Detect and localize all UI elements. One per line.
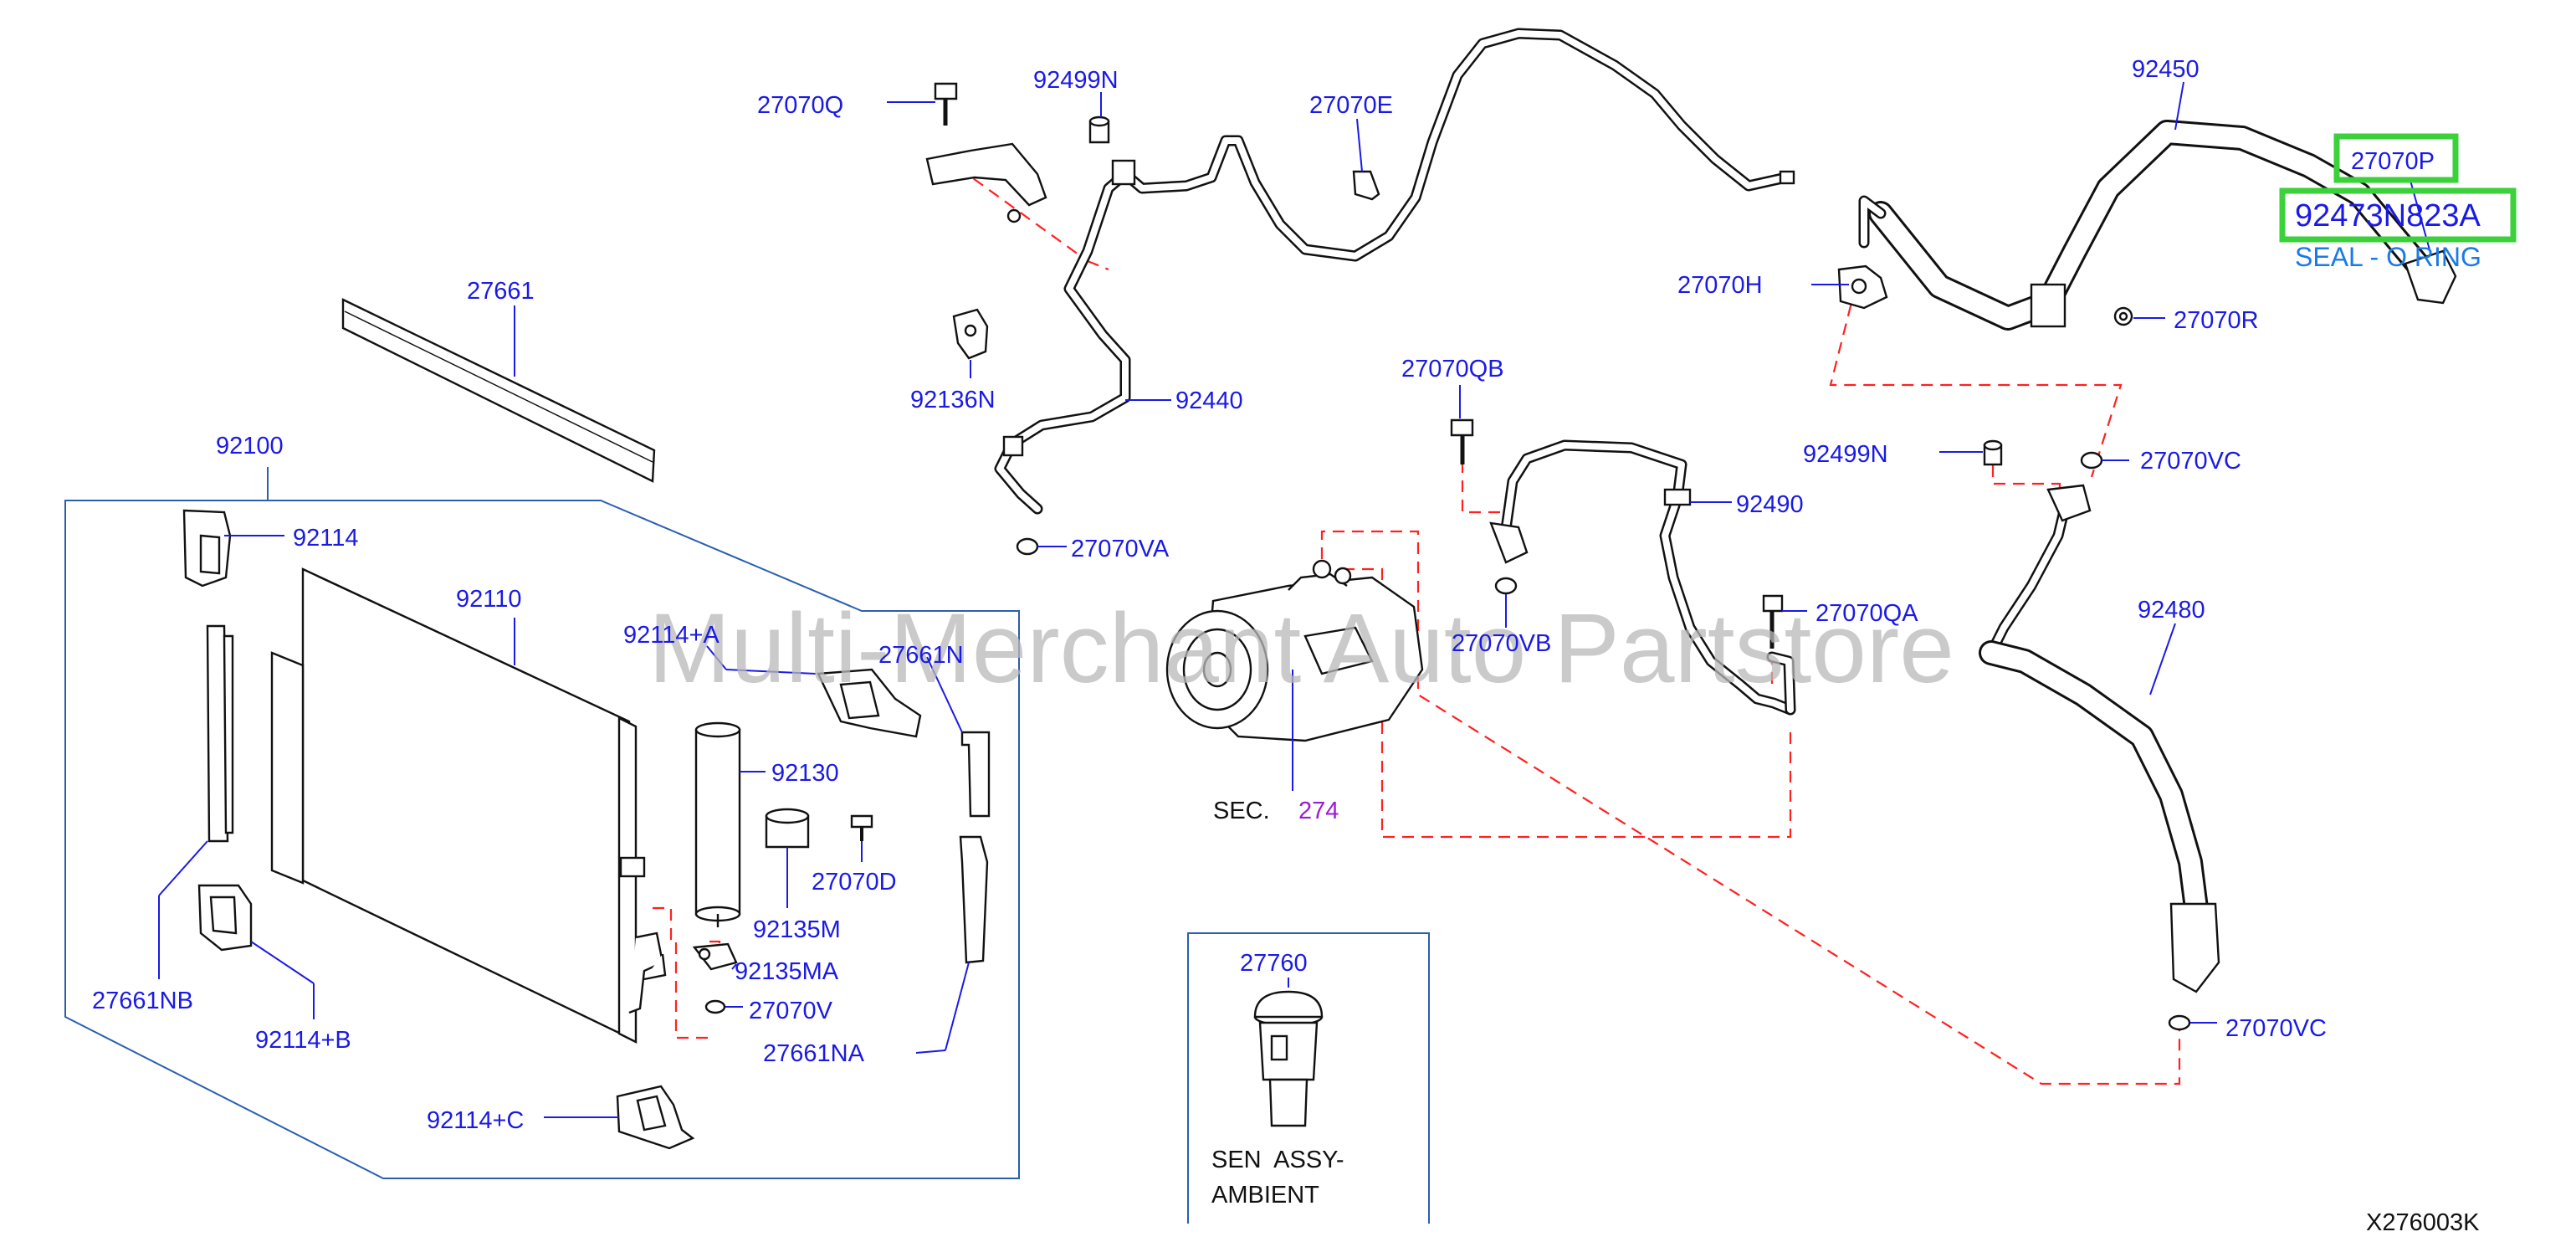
sensor-frame <box>1187 932 1430 1224</box>
label-92100: 92100 <box>216 433 284 459</box>
label-92473N823A[interactable]: 92473N823A <box>2295 198 2481 234</box>
plug-92135MA <box>692 942 738 971</box>
label-92114C: 92114+C <box>427 1107 524 1134</box>
bolt-27070QA <box>1762 594 1784 649</box>
oring-27070VC-bot <box>2168 1014 2191 1031</box>
cap-92499N-top <box>1088 115 1110 144</box>
label-27661NB: 27661NB <box>92 988 193 1014</box>
bracket-92114B <box>197 884 253 952</box>
bolt-27070QB <box>1450 418 1474 464</box>
label-27661: 27661 <box>467 278 535 305</box>
oring-27070VA <box>1016 537 1039 556</box>
label-92135M: 92135M <box>753 916 841 943</box>
label-27070VA: 27070VA <box>1071 536 1170 562</box>
label-27070R: 27070R <box>2174 307 2259 334</box>
label-92114A: 92114+A <box>623 622 720 649</box>
leader-lines <box>158 81 2431 1118</box>
label-92440: 92440 <box>1175 387 1243 414</box>
label-92499N-mid: 92499N <box>1803 441 1888 468</box>
seal-27661NA <box>959 835 989 964</box>
label-diagram-id: X276003K <box>2366 1209 2480 1236</box>
label-92450: 92450 <box>2132 56 2200 83</box>
label-27070QA: 27070QA <box>1815 600 1918 627</box>
label-27070H: 27070H <box>1677 272 1763 299</box>
cap-92499N-mid <box>1983 439 2003 466</box>
hose-92450 <box>1858 120 2457 331</box>
label-sen-assy: SEN ASSY- <box>1211 1147 1344 1173</box>
bolt-27070D <box>850 814 873 841</box>
label-sec: SEC. <box>1213 798 1270 824</box>
label-92110: 92110 <box>456 586 522 613</box>
condenser-92110 <box>270 567 667 1044</box>
clip-27070E <box>1352 170 1380 201</box>
seal-27661NB <box>206 624 234 843</box>
label-92114B: 92114+B <box>255 1027 351 1054</box>
label-27070VC-bot: 27070VC <box>2225 1015 2327 1042</box>
seal-strip-27661 <box>341 298 656 483</box>
bracket-27070Q <box>925 142 1047 223</box>
hose-92480 <box>1979 484 2220 993</box>
pipe-92440 <box>994 28 1795 515</box>
label-27070VC-top: 27070VC <box>2140 448 2241 475</box>
label-27760: 27760 <box>1240 950 1308 977</box>
label-92499N-top: 92499N <box>1033 67 1119 94</box>
label-ambient: AMBIENT <box>1211 1182 1319 1209</box>
oring-27070VB <box>1494 577 1518 595</box>
oring-27070V <box>704 999 726 1014</box>
highlight-boxes <box>2279 133 2517 243</box>
label-27661NA: 27661NA <box>763 1040 865 1067</box>
receiver-drier-92130 <box>694 721 741 927</box>
bracket-92114C <box>616 1085 695 1150</box>
label-92114: 92114 <box>293 525 359 552</box>
highlight-box-92473N823A <box>2279 187 2517 243</box>
compressor-sec274 <box>1165 559 1424 742</box>
label-27070QB: 27070QB <box>1401 356 1504 382</box>
bolt-27070R <box>2113 306 2133 326</box>
label-seal-o-ring: SEAL - O RING <box>2295 242 2481 272</box>
oring-27070VC-top <box>2080 451 2103 470</box>
label-92490: 92490 <box>1736 491 1804 518</box>
ambient-sensor-27760 <box>1253 990 1324 1127</box>
clip-92136N <box>952 308 989 360</box>
label-27070P[interactable]: 27070P <box>2351 148 2435 175</box>
label-27070VB: 27070VB <box>1452 630 1551 657</box>
condenser-group-frame <box>64 467 1020 1179</box>
label-92135MA: 92135MA <box>735 958 839 985</box>
label-92130: 92130 <box>771 760 839 787</box>
label-27661N: 27661N <box>878 642 964 669</box>
hose-92490 <box>1489 439 1796 716</box>
label-27070E: 27070E <box>1309 92 1393 119</box>
bracket-92114A <box>817 668 922 738</box>
cap-92135M <box>765 808 810 849</box>
label-27070Q: 27070Q <box>757 92 843 119</box>
label-27070D: 27070D <box>812 869 897 896</box>
label-92480: 92480 <box>2138 597 2205 624</box>
bolt-27070Q <box>934 82 958 126</box>
bracket-92114 <box>182 509 232 588</box>
labels: 27070Q 92499N 27070E 92450 27070P 92473N… <box>92 56 2481 1236</box>
label-92136N: 92136N <box>910 387 996 413</box>
flange-27070H <box>1837 264 1888 310</box>
label-274[interactable]: 274 <box>1298 798 1339 824</box>
label-27070V: 27070V <box>749 998 833 1024</box>
highlight-box-27070P <box>2333 133 2459 183</box>
watermark: Multi-Merchant Auto Partstore <box>648 593 1954 704</box>
seal-27661N <box>960 731 991 818</box>
